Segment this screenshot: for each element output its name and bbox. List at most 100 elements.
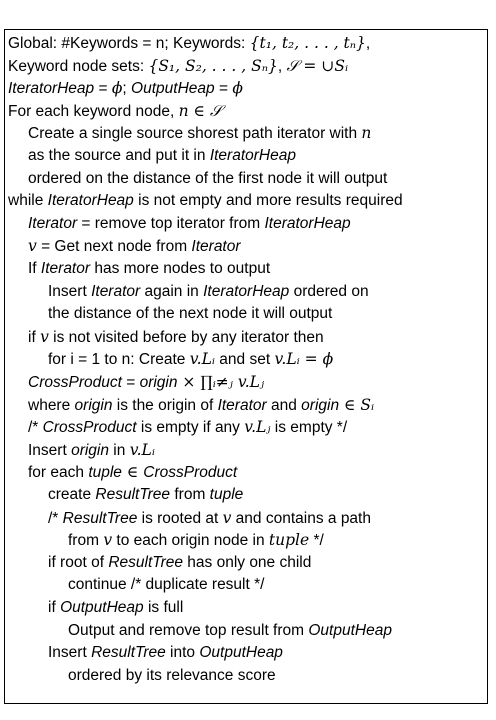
line-segment: is not empty and more results required bbox=[133, 192, 403, 210]
line-segment: OutputHeap bbox=[131, 80, 215, 98]
line-segment: Create a single source shorest path iter… bbox=[28, 125, 362, 143]
line-segment: Keyword node sets: bbox=[8, 57, 149, 75]
line-segment: , bbox=[365, 35, 371, 52]
line-segment: v bbox=[28, 237, 37, 256]
line-segment: ∈ bbox=[339, 395, 361, 414]
algorithm-line: Insert ResultTree into OutputHeap bbox=[48, 642, 283, 664]
line-segment: = remove top iterator from bbox=[77, 214, 265, 232]
line-segment: × bbox=[177, 373, 201, 391]
line-segment: {t₁, t₂, . . . , tₙ} bbox=[249, 34, 366, 52]
line-segment: IteratorHeap bbox=[209, 147, 296, 164]
line-segment: Sᵢ bbox=[360, 395, 375, 414]
line-segment: is the origin of bbox=[112, 396, 218, 414]
line-segment: if bbox=[48, 599, 61, 616]
line-segment: Insert bbox=[48, 644, 92, 662]
algorithm-line: /* CrossProduct is empty if any v.Lⱼ is … bbox=[28, 416, 347, 439]
line-segment: tuple bbox=[209, 486, 244, 503]
line-segment: from bbox=[68, 532, 104, 550]
line-segment: ResultTree bbox=[62, 509, 138, 527]
line-segment: into bbox=[165, 644, 200, 662]
line-segment: and bbox=[266, 396, 302, 414]
algorithm-line: while IteratorHeap is not empty and more… bbox=[8, 190, 403, 212]
line-segment: tuple bbox=[268, 531, 310, 550]
line-segment: where bbox=[28, 396, 75, 414]
line-segment: CrossProduct bbox=[143, 464, 238, 482]
line-segment: OutputHeap bbox=[199, 644, 283, 662]
algorithm-box: Global: #Keywords = n; Keywords: {t₁, t₂… bbox=[4, 29, 488, 704]
line-segment: ϕ bbox=[111, 79, 123, 98]
algorithm-line: v = Get next node from Iterator bbox=[28, 235, 241, 258]
line-segment: /* bbox=[48, 509, 63, 527]
line-segment: Insert bbox=[48, 282, 92, 300]
line-segment: Global: #Keywords = n; Keywords: bbox=[8, 35, 250, 52]
line-segment: and contains a path bbox=[231, 509, 371, 527]
line-segment: ordered by its relevance score bbox=[68, 666, 276, 684]
algorithm-line: the distance of the next node it will ou… bbox=[48, 303, 332, 325]
line-segment: while bbox=[8, 192, 48, 210]
line-segment: origin bbox=[301, 396, 340, 414]
line-segment: has more nodes to output bbox=[90, 260, 271, 277]
algorithm-line: Global: #Keywords = n; Keywords: {t₁, t₂… bbox=[8, 32, 370, 55]
line-segment: as the source and put it in bbox=[28, 147, 210, 164]
line-segment: n ∈ 𝒮 bbox=[178, 101, 222, 120]
line-segment: continue /* duplicate result */ bbox=[68, 576, 265, 594]
line-segment: v.Lᵢ bbox=[189, 350, 215, 369]
line-segment: is empty if any bbox=[136, 419, 245, 437]
algorithm-line: For each keyword node, n ∈ 𝒮 bbox=[8, 100, 222, 123]
algorithm-line: as the source and put it in IteratorHeap bbox=[28, 145, 296, 167]
line-segment: origin bbox=[71, 441, 109, 459]
line-segment: tuple bbox=[88, 464, 122, 482]
line-segment: Iterator bbox=[91, 282, 141, 300]
line-segment: and set bbox=[215, 351, 275, 369]
line-segment: v bbox=[40, 327, 49, 346]
line-segment: Output and remove top result from bbox=[68, 621, 309, 639]
line-segment: /* bbox=[28, 419, 43, 437]
line-segment: OutputHeap bbox=[60, 599, 144, 616]
line-segment: ᵢ≠ⱼ v.Lⱼ bbox=[212, 373, 265, 391]
line-segment: */ bbox=[309, 532, 324, 550]
algorithm-line: if v is not visited before by any iterat… bbox=[28, 326, 324, 349]
line-segment: ResultTree bbox=[108, 553, 183, 571]
line-segment: ResultTree bbox=[91, 644, 166, 662]
line-segment: For each keyword node, bbox=[8, 102, 179, 120]
algorithm-line: Create a single source shorest path iter… bbox=[28, 122, 371, 145]
algorithm-line: for each tuple ∈ CrossProduct bbox=[28, 461, 237, 484]
algorithm-line: where origin is the origin of Iterator a… bbox=[28, 394, 374, 417]
line-segment: v.Lⱼ bbox=[244, 418, 271, 437]
line-segment: If bbox=[28, 260, 41, 277]
line-segment: is rooted at bbox=[137, 509, 223, 527]
line-segment: ordered on the distance of the first nod… bbox=[28, 169, 388, 187]
line-segment: = Get next node from bbox=[36, 238, 192, 256]
algorithm-line: If Iterator has more nodes to output bbox=[28, 258, 270, 280]
line-segment: create bbox=[48, 486, 96, 503]
line-segment: ϕ bbox=[232, 79, 243, 98]
line-segment: , bbox=[277, 57, 287, 75]
line-segment: = bbox=[214, 80, 233, 98]
algorithm-line: Output and remove top result from Output… bbox=[68, 620, 392, 642]
line-segment: = bbox=[121, 374, 140, 391]
line-segment: if root of bbox=[48, 553, 109, 571]
line-segment: in bbox=[109, 441, 130, 459]
line-segment: origin bbox=[139, 374, 178, 391]
line-segment: v.Lᵢ = ϕ bbox=[274, 350, 334, 369]
line-segment: v bbox=[103, 531, 113, 550]
algorithm-line: Insert Iterator again in IteratorHeap or… bbox=[48, 281, 369, 303]
algorithm-line: continue /* duplicate result */ bbox=[68, 574, 264, 596]
line-segment: ; bbox=[122, 80, 132, 98]
line-segment: Iterator bbox=[217, 396, 267, 414]
line-segment: is not visited before by any iterator th… bbox=[48, 328, 324, 346]
line-segment: Iterator bbox=[28, 214, 78, 232]
line-segment: is empty */ bbox=[270, 419, 348, 437]
algorithm-line: /* ResultTree is rooted at v and contain… bbox=[48, 507, 371, 530]
algorithm-line: if OutputHeap is full bbox=[48, 597, 183, 619]
line-segment: 𝒮 = ∪Sᵢ bbox=[286, 56, 349, 75]
line-segment: n bbox=[361, 124, 372, 143]
algorithm-line: Insert origin in v.Lᵢ bbox=[28, 439, 155, 462]
algorithm-line: ordered by its relevance score bbox=[68, 665, 276, 687]
algorithm-line: if root of ResultTree has only one child bbox=[48, 552, 311, 574]
line-segment: Iterator bbox=[40, 260, 91, 277]
algorithm-line: ordered on the distance of the first nod… bbox=[28, 168, 387, 190]
line-segment: if bbox=[28, 328, 41, 346]
line-segment: the distance of the next node it will ou… bbox=[48, 305, 333, 323]
line-segment: origin bbox=[74, 396, 113, 414]
